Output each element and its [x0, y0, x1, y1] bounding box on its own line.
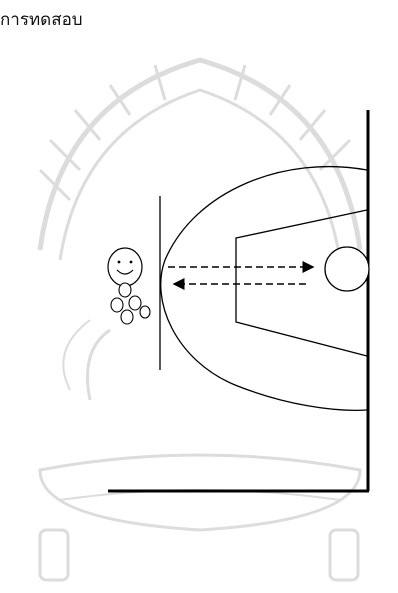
center-circle [325, 247, 369, 291]
smiley-player-icon [108, 248, 142, 286]
watermark-emblem [40, 60, 360, 580]
ball-cluster-icon [111, 283, 150, 324]
